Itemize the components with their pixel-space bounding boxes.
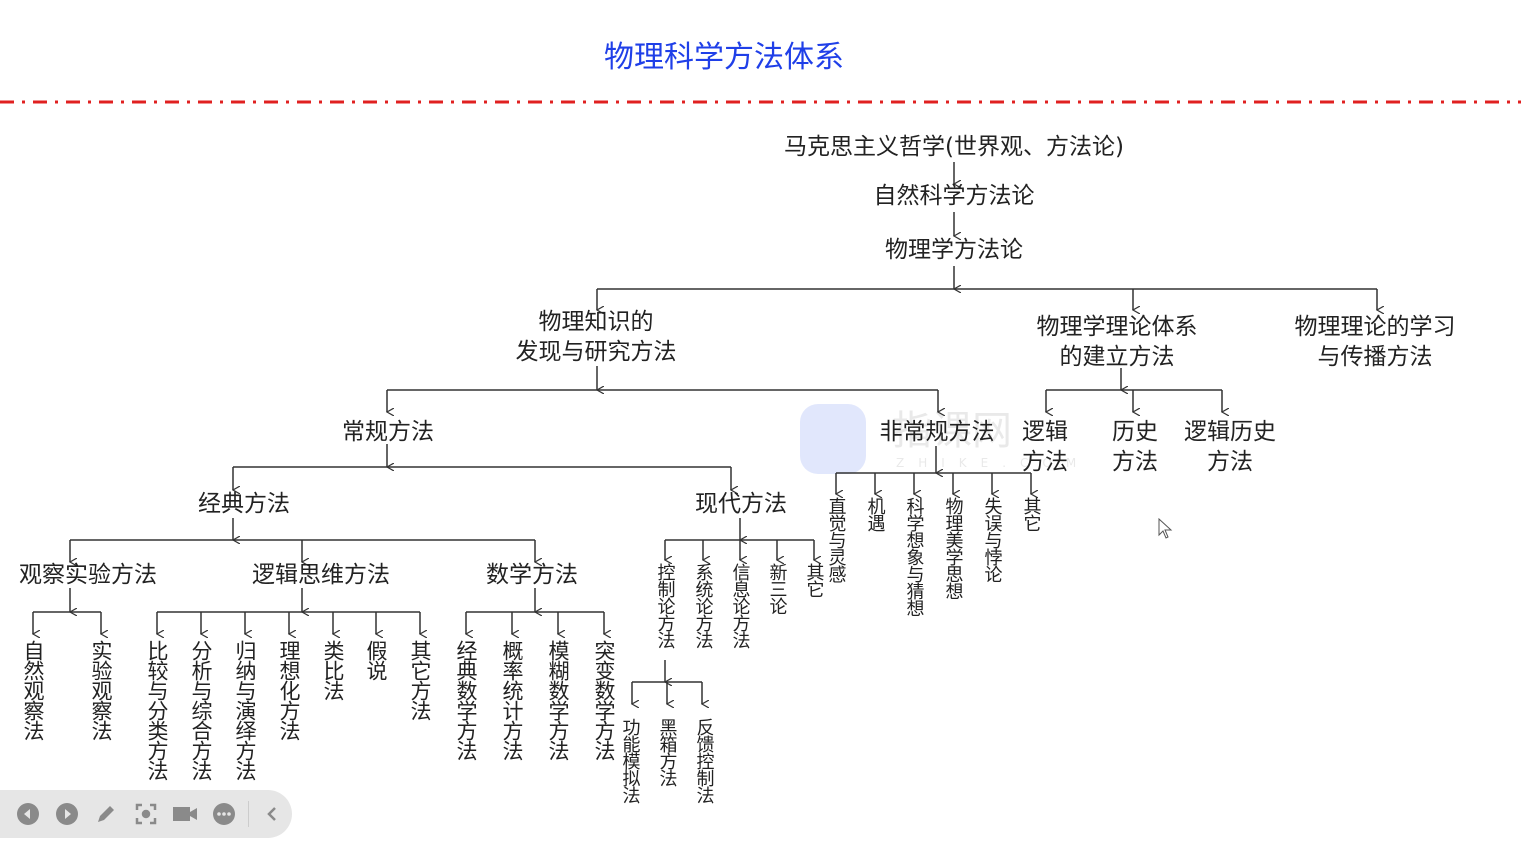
label: 历史 bbox=[1112, 419, 1158, 445]
leaf-irregular: 直觉与灵感 bbox=[825, 497, 847, 582]
node-modern: 现代方法 bbox=[695, 491, 787, 517]
node-theory-l2: 的建立方法 bbox=[1059, 344, 1175, 370]
leaf-logic: 理想化方法 bbox=[277, 640, 301, 740]
presentation-toolbar bbox=[0, 790, 292, 838]
node-physics-methodology: 物理学方法论 bbox=[885, 237, 1023, 263]
leaf-math: 模糊数学方法 bbox=[546, 640, 570, 760]
node-logic-method: 逻辑方法 bbox=[1022, 417, 1068, 477]
leaf-math: 突变数学方法 bbox=[592, 640, 616, 760]
leaf-modern: 其它 bbox=[803, 563, 825, 597]
node-math: 数学方法 bbox=[486, 562, 578, 588]
screenshot-icon[interactable] bbox=[126, 794, 165, 834]
node-natural-science: 自然科学方法论 bbox=[873, 183, 1035, 209]
leaf-control: 黑箱方法 bbox=[656, 718, 678, 786]
node-root: 马克思主义哲学(世界观、方法论) bbox=[784, 134, 1124, 160]
leaf-modern: 系统论方法 bbox=[692, 563, 714, 648]
node-discovery-l1: 物理知识的 bbox=[538, 309, 654, 335]
node-irregular: 非常规方法 bbox=[879, 419, 995, 445]
leaf-observation: 自然观察法 bbox=[21, 640, 45, 740]
mouse-cursor-icon bbox=[1158, 518, 1173, 539]
collapse-icon[interactable] bbox=[253, 794, 292, 834]
leaf-logic: 假说 bbox=[364, 640, 388, 680]
leaf-logic: 类比法 bbox=[321, 640, 345, 700]
node-discovery-l2: 发现与研究方法 bbox=[515, 339, 677, 365]
leaf-modern: 信息论方法 bbox=[729, 563, 751, 648]
more-icon[interactable] bbox=[204, 794, 243, 834]
leaf-math: 经典数学方法 bbox=[454, 640, 478, 760]
node-learning: 物理理论的学习与传播方法 bbox=[1295, 312, 1456, 372]
label: 方法 bbox=[1022, 449, 1068, 475]
leaf-logic: 归纳与演绎方法 bbox=[233, 640, 257, 780]
leaf-irregular: 物理美学思想 bbox=[942, 497, 964, 599]
leaf-logic: 比较与分类方法 bbox=[145, 640, 169, 780]
node-logic-history-method: 逻辑历史方法 bbox=[1184, 417, 1276, 477]
next-icon[interactable] bbox=[47, 794, 86, 834]
label: 逻辑 bbox=[1022, 419, 1068, 445]
node-observation: 观察实验方法 bbox=[19, 562, 157, 588]
red-divider bbox=[0, 100, 1521, 104]
camera-icon[interactable] bbox=[165, 794, 204, 834]
leaf-irregular: 其它 bbox=[1020, 497, 1042, 531]
node-history-method: 历史方法 bbox=[1112, 417, 1158, 477]
leaf-irregular: 失误与悖论 bbox=[981, 497, 1003, 582]
leaf-irregular: 科学想象与猜想 bbox=[903, 497, 925, 616]
leaf-math: 概率统计方法 bbox=[500, 640, 524, 760]
node-classic: 经典方法 bbox=[198, 491, 290, 517]
slide-title: 物理科学方法体系 bbox=[604, 40, 844, 75]
label: 逻辑历史 bbox=[1184, 419, 1276, 445]
previous-icon[interactable] bbox=[8, 794, 47, 834]
label: 方法 bbox=[1207, 449, 1253, 475]
node-learning-l1: 物理理论的学习 bbox=[1294, 314, 1456, 340]
label: 方法 bbox=[1112, 449, 1158, 475]
leaf-observation: 实验观察法 bbox=[89, 640, 113, 740]
leaf-control: 反馈控制法 bbox=[693, 718, 715, 803]
toolbar-separator bbox=[247, 801, 249, 827]
node-learning-l2: 与传播方法 bbox=[1317, 344, 1433, 370]
node-logic-thinking: 逻辑思维方法 bbox=[252, 562, 390, 588]
leaf-modern: 新三论 bbox=[766, 563, 788, 614]
leaf-control: 功能模拟法 bbox=[619, 718, 641, 803]
pen-icon[interactable] bbox=[87, 794, 126, 834]
leaf-modern: 控制论方法 bbox=[654, 563, 676, 648]
node-discovery: 物理知识的发现与研究方法 bbox=[516, 307, 677, 367]
node-regular: 常规方法 bbox=[342, 419, 434, 445]
leaf-irregular: 机遇 bbox=[864, 497, 886, 531]
leaf-logic: 其它方法 bbox=[408, 640, 432, 720]
leaf-logic: 分析与综合方法 bbox=[189, 640, 213, 780]
node-theory-l1: 物理学理论体系 bbox=[1036, 314, 1198, 340]
node-theory: 物理学理论体系的建立方法 bbox=[1037, 312, 1198, 372]
